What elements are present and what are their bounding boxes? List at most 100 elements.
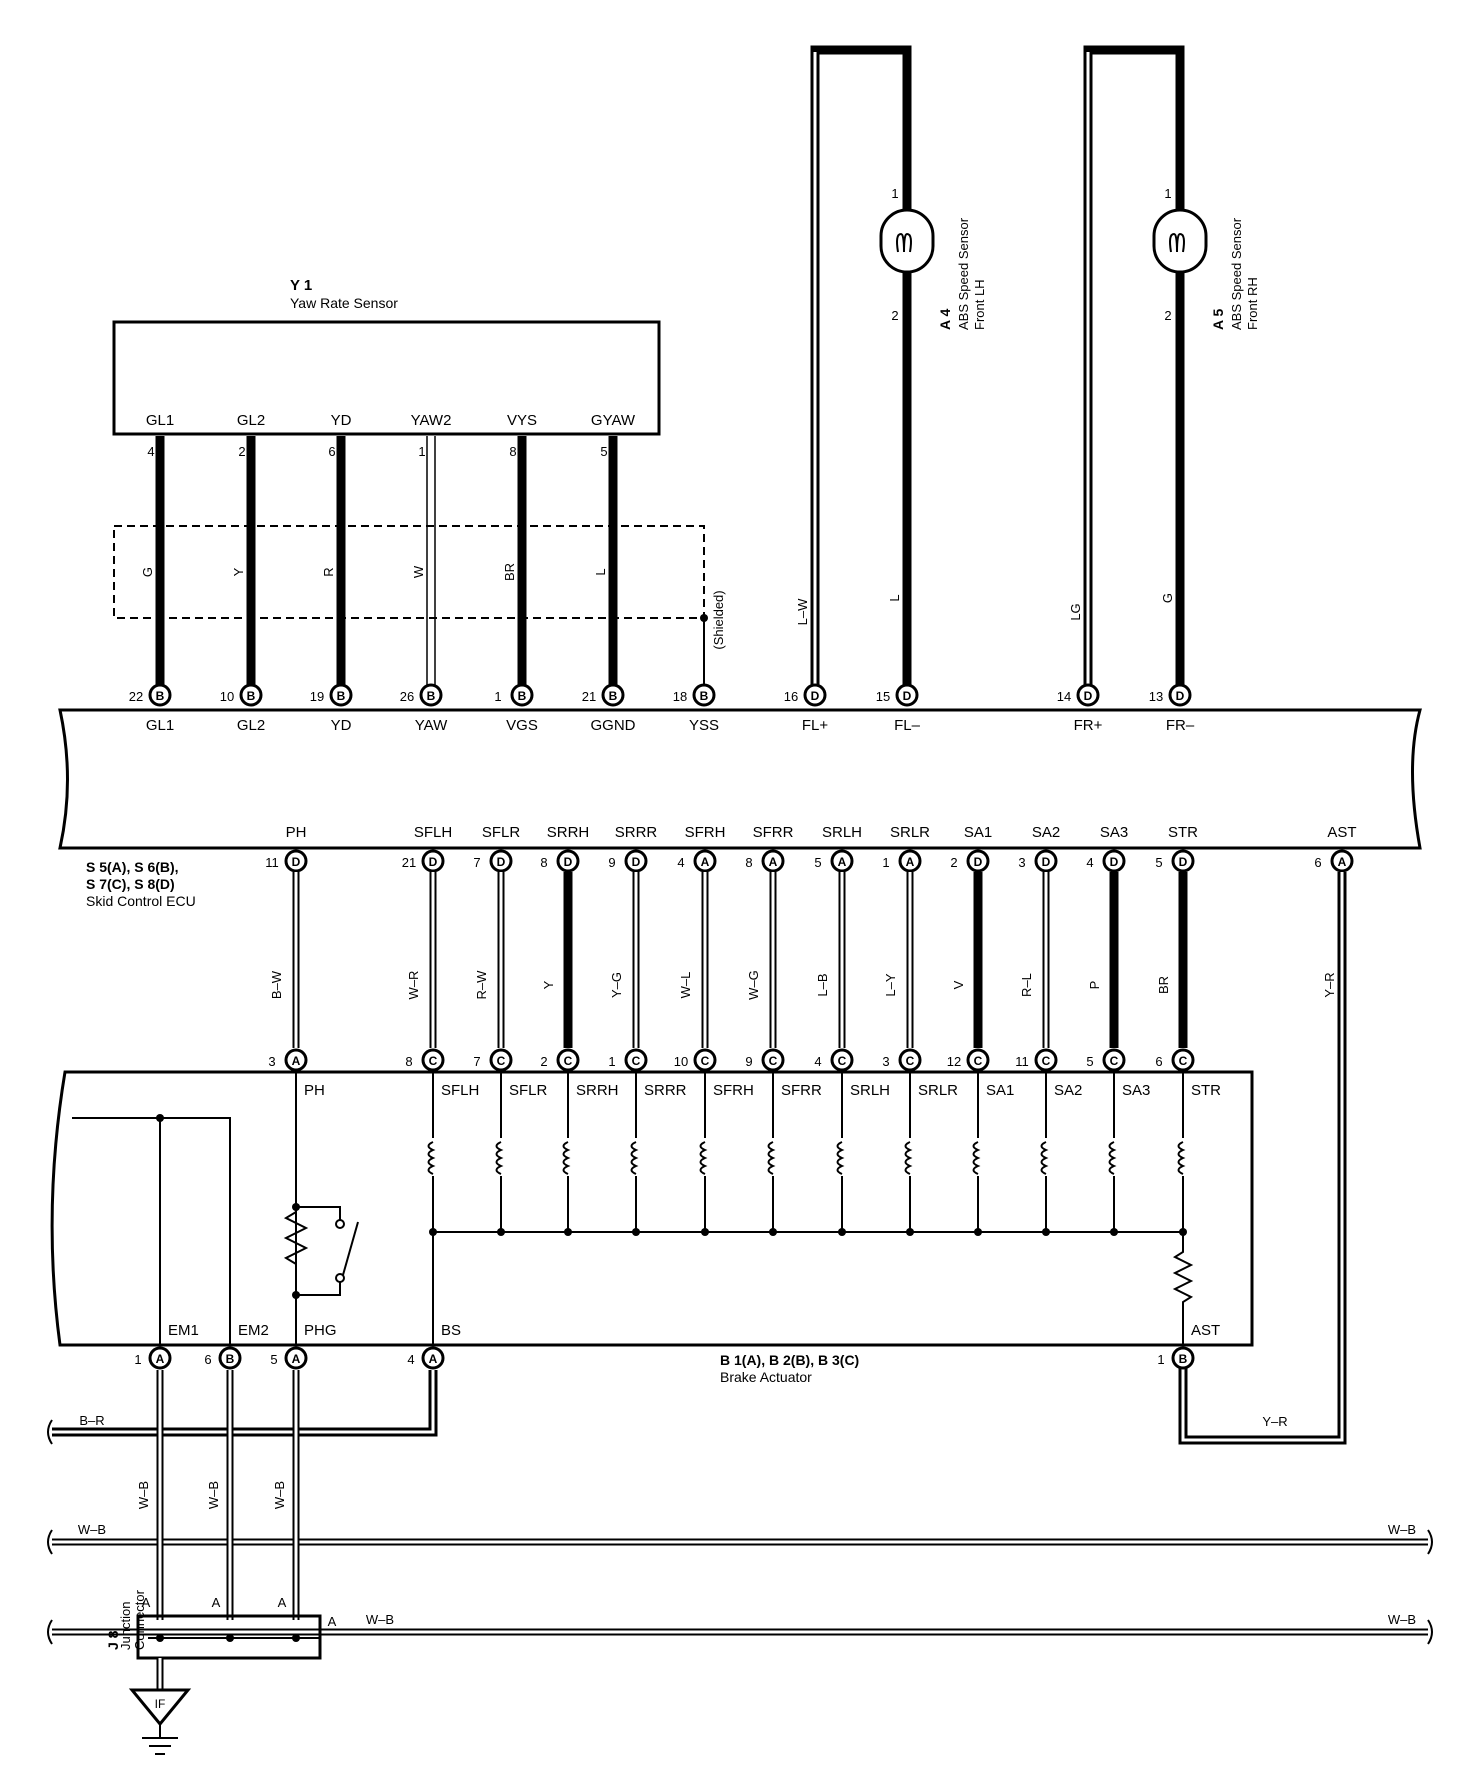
ecu-top-pin-number: 22 (129, 689, 143, 704)
ecu-bottom-pin-letter: D (974, 855, 983, 869)
mid-wire-color: P (1087, 981, 1102, 990)
ecu-top-pin-number: 14 (1057, 689, 1071, 704)
mid-wire-color: Y–G (609, 972, 624, 998)
actuator-top-pin-letter: C (974, 1054, 983, 1068)
speed-sensor-name: ABS Speed Sensor (956, 217, 971, 330)
ph-switch-contact (335, 1273, 345, 1283)
actuator-top-pin-label: SFRR (781, 1082, 822, 1099)
ecu-top-pin (239, 683, 263, 707)
ecu-bottom-pin-label: SFRH (685, 824, 726, 841)
ecu-codes: S 7(C), S 8(D) (86, 876, 175, 892)
ecu-top-pin-label: FL– (894, 717, 921, 734)
ecu-top-pin-number: 18 (673, 689, 687, 704)
ecu-bottom-pin (284, 849, 308, 873)
solenoid-coil (836, 1141, 845, 1175)
ecu-top-pin (1076, 683, 1100, 707)
actuator-top-pin-number: 12 (947, 1054, 961, 1069)
speed-sensor-side: Front RH (1245, 277, 1260, 330)
actuator-top-pin-letter: C (838, 1054, 847, 1068)
ecu-bottom-pin (761, 849, 785, 873)
ast-resistor (1172, 1232, 1194, 1345)
actuator-bottom-pin (1171, 1346, 1195, 1370)
actuator-top-pin-number: 8 (405, 1054, 412, 1069)
actuator-top-pin-number: 5 (1086, 1054, 1093, 1069)
ecu-bottom-pin-label: PH (286, 824, 307, 841)
ecu-top-pin-number: 21 (582, 689, 596, 704)
ecu-top-pin-label: GL1 (146, 717, 174, 734)
ground-triangle (128, 1688, 192, 1727)
ecu-top-pin (601, 683, 625, 707)
wb-break (47, 1619, 53, 1645)
ecu-bottom-pin-number: 9 (608, 855, 615, 870)
speed-sensor-code: A 4 (937, 309, 953, 330)
ecu-bottom-pin-number: 4 (1086, 855, 1093, 870)
actuator-top-pin-label: SRRR (644, 1082, 687, 1099)
wb-label: W–B (78, 1522, 106, 1537)
yaw-wire-color: BR (502, 563, 517, 581)
yaw-sensor-name: Yaw Rate Sensor (290, 295, 398, 311)
speed-sensor-pin: 2 (891, 308, 898, 323)
solenoid-coil (972, 1141, 981, 1175)
actuator-top-pin-letter: C (497, 1054, 506, 1068)
mid-wire-color: L–B (815, 973, 830, 996)
actuator-name: Brake Actuator (720, 1369, 812, 1385)
ecu-bottom-pin-number: 8 (540, 855, 547, 870)
ecu-top-pin (692, 683, 716, 707)
actuator-bottom-pin (148, 1346, 172, 1370)
ecu-bottom-pin-letter: D (632, 855, 641, 869)
ecu-bottom-pin-number: 4 (677, 855, 684, 870)
ecu-top-pin-letter: D (903, 689, 912, 703)
junction-dot (292, 1634, 300, 1642)
ecu-top-pin-label: YD (331, 717, 352, 734)
speed-sensor-pin: 1 (1164, 186, 1171, 201)
ecu-bottom-pin-label: SRRR (615, 824, 658, 841)
actuator-top-pin-letter: C (1179, 1054, 1188, 1068)
mid-wire-color: R–L (1019, 973, 1034, 997)
wb-label: W–B (1388, 1612, 1416, 1627)
actuator-bottom-pin-letter: A (156, 1352, 165, 1366)
mid-wire-color: W–R (406, 971, 421, 1000)
ecu-bottom-pin (693, 849, 717, 873)
em-inner (72, 1117, 231, 1345)
actuator-top-pin-number: 7 (473, 1054, 480, 1069)
ecu-top-pin-letter: B (427, 689, 436, 703)
ecu-bottom-pin-label: SFLH (414, 824, 452, 841)
yaw-pin-label: GYAW (591, 412, 636, 429)
ecu-bottom-pin-number: 1 (882, 855, 889, 870)
ecu-top-pin-number: 16 (784, 689, 798, 704)
wb-drop-label: W–B (206, 1481, 221, 1509)
yr-wire-label: Y–R (1262, 1414, 1287, 1429)
ecu-name: Skid Control ECU (86, 893, 196, 909)
ecu-box (58, 708, 1422, 850)
junction-code: J 8 (105, 1630, 121, 1650)
junction-pin-right: A (328, 1614, 337, 1629)
actuator-top-pin-label: SA1 (986, 1082, 1014, 1099)
yaw-pin-label: GL2 (237, 412, 265, 429)
ecu-bottom-pin-letter: A (838, 855, 847, 869)
solenoid-coil (630, 1141, 639, 1175)
ecu-top-pin-number: 13 (1149, 689, 1163, 704)
ecu-top-pin-letter: D (811, 689, 820, 703)
actuator-top-pin-letter: C (564, 1054, 573, 1068)
solenoid-coil (904, 1141, 913, 1175)
ecu-bottom-pin-label: SFLR (482, 824, 521, 841)
junction-dot (156, 1634, 164, 1642)
yaw-pin-label: GL1 (146, 412, 174, 429)
actuator-bottom-pin (421, 1346, 445, 1370)
yaw-wire-color: Y (231, 567, 246, 576)
actuator-top-pin-number: 9 (745, 1054, 752, 1069)
ecu-top-pin-label: VGS (506, 717, 538, 734)
ecu-bottom-pin-letter: D (1179, 855, 1188, 869)
solenoid-coil (427, 1141, 436, 1175)
ecu-bottom-pin (624, 849, 648, 873)
actuator-top-pin-letter: C (701, 1054, 710, 1068)
mid-wire-color: B–W (269, 970, 284, 999)
ecu-top-pin-label: YAW (415, 717, 448, 734)
actuator-bottom-pin-label: EM2 (238, 1322, 269, 1339)
yaw-sensor-box (112, 320, 661, 436)
ph-switch-wire (296, 1206, 341, 1220)
ecu-bottom-pin-letter: D (564, 855, 573, 869)
actuator-bottom-pin-letter: A (429, 1352, 438, 1366)
speed-sensor-side: Front LH (972, 279, 987, 330)
ecu-bottom-pin-label: STR (1168, 824, 1198, 841)
